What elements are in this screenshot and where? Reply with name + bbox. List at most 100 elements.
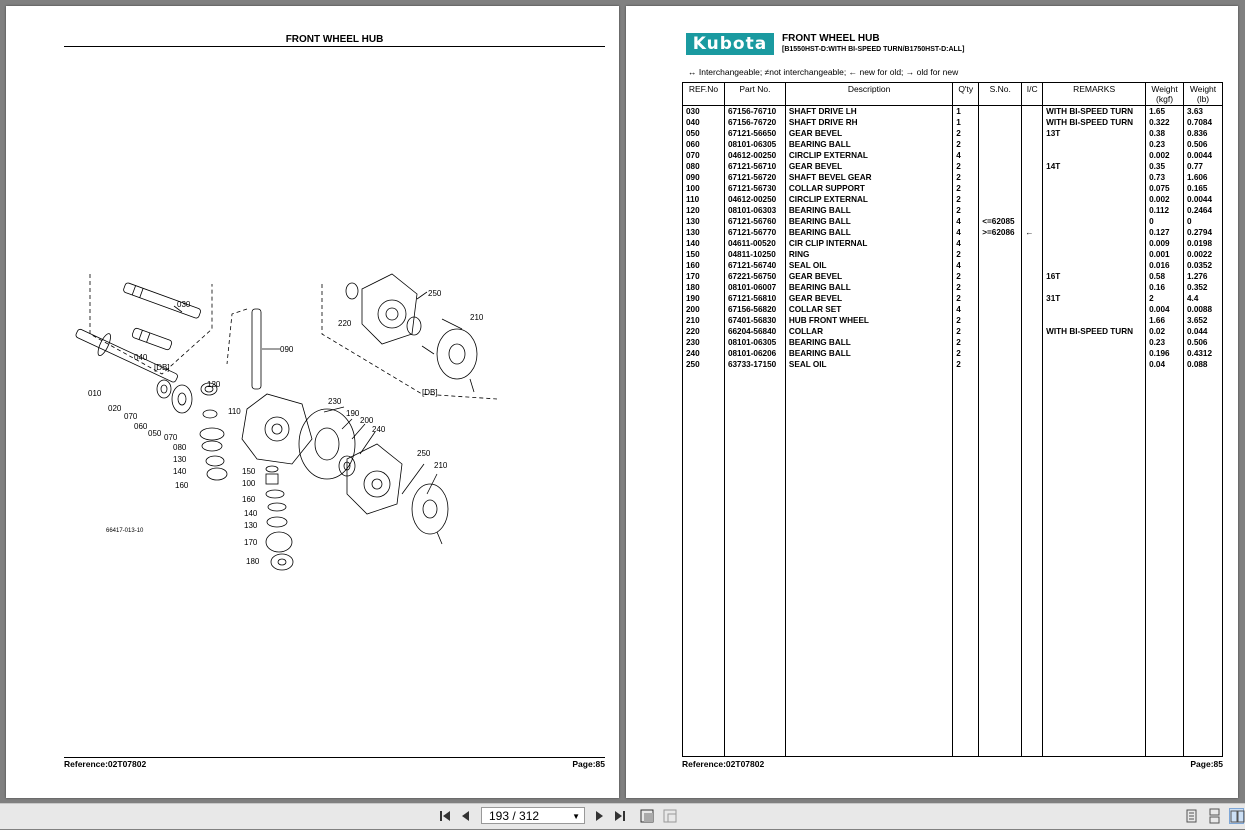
cell-weight-kgf: 1.65 xyxy=(1145,105,1184,117)
cell-weight-lb: 0.0044 xyxy=(1183,150,1223,161)
cell-description: CIRCLIP EXTERNAL xyxy=(784,194,954,205)
chevron-down-icon: ▼ xyxy=(572,812,580,821)
cell-part-no: 04612-00250 xyxy=(723,194,786,205)
cell-qty: 2 xyxy=(952,161,980,172)
cell-qty: 1 xyxy=(952,117,980,128)
cell-ic xyxy=(1021,161,1044,172)
kubota-logo: Kubota xyxy=(686,33,774,55)
cell-remarks: 31T xyxy=(1042,293,1147,304)
cell-part-no: 08101-06305 xyxy=(723,337,786,348)
callout-label: 030 xyxy=(177,300,191,309)
cell-serial-no xyxy=(978,161,1023,172)
cell-part-no: 67221-56750 xyxy=(723,271,786,282)
page-number-select[interactable]: 193 / 312 ▼ xyxy=(481,807,585,824)
cell-ref-no: 080 xyxy=(682,161,725,172)
prev-page-icon[interactable] xyxy=(458,808,474,824)
cell-description: BEARING BALL xyxy=(784,205,954,216)
page-indicator: 193 / 312 xyxy=(489,809,540,823)
column-header: Description xyxy=(784,82,954,106)
cell-weight-lb: 0.088 xyxy=(1183,359,1223,370)
cell-ic xyxy=(1021,260,1044,271)
cell-serial-no xyxy=(978,249,1023,260)
cell-weight-lb: 3.63 xyxy=(1183,105,1223,117)
cell-remarks xyxy=(1042,238,1147,249)
cell-qty: 2 xyxy=(952,183,980,194)
callout-label: 240 xyxy=(372,425,386,434)
cell-qty: 2 xyxy=(952,337,980,348)
cell-serial-no xyxy=(978,205,1023,216)
continuous-page-icon[interactable] xyxy=(1207,808,1222,824)
cell-serial-no xyxy=(978,359,1023,370)
two-page-icon[interactable] xyxy=(1229,808,1245,824)
cell-qty: 4 xyxy=(952,260,980,271)
cell-description: GEAR BEVEL xyxy=(784,128,954,139)
cell-ref-no: 060 xyxy=(682,139,725,150)
cell-description: SHAFT BEVEL GEAR xyxy=(784,172,954,183)
cell-weight-kgf: 0.58 xyxy=(1145,271,1184,282)
cell-remarks xyxy=(1042,183,1147,194)
cell-weight-kgf: 1.66 xyxy=(1145,315,1184,326)
callout-label: 050 xyxy=(148,429,162,438)
fit-page-icon[interactable] xyxy=(662,808,678,824)
interchangeability-legend: ↔ Interchangeable; ≠not interchangeable;… xyxy=(688,67,959,77)
page-subtitle: [B1550HST-D:WITH BI-SPEED TURN/B1750HST-… xyxy=(782,46,965,53)
cell-serial-no xyxy=(978,293,1023,304)
empty-cell xyxy=(978,370,1023,756)
cell-weight-kgf: 0.002 xyxy=(1145,150,1184,161)
empty-cell xyxy=(723,756,786,757)
cell-weight-kgf: 0.35 xyxy=(1145,161,1184,172)
cell-serial-no xyxy=(978,282,1023,293)
cell-ref-no: 170 xyxy=(682,271,725,282)
first-page-icon[interactable] xyxy=(437,808,453,824)
fit-width-icon[interactable] xyxy=(639,808,655,824)
cell-weight-lb: 0.165 xyxy=(1183,183,1223,194)
empty-cell xyxy=(1042,370,1147,756)
cell-ref-no: 160 xyxy=(682,260,725,271)
cell-ic xyxy=(1021,117,1044,128)
cell-serial-no xyxy=(978,183,1023,194)
cell-description: GEAR BEVEL xyxy=(784,293,954,304)
cell-serial-no xyxy=(978,139,1023,150)
cell-weight-lb: 0.0022 xyxy=(1183,249,1223,260)
next-page-icon[interactable] xyxy=(591,808,607,824)
callout-label: 130 xyxy=(173,455,187,464)
last-page-icon[interactable] xyxy=(612,808,628,824)
cell-weight-kgf: 0.009 xyxy=(1145,238,1184,249)
cell-qty: 4 xyxy=(952,216,980,227)
cell-weight-kgf: 0.112 xyxy=(1145,205,1184,216)
cell-serial-no xyxy=(978,238,1023,249)
empty-cell xyxy=(1021,756,1044,757)
callout-label: [DB] xyxy=(154,363,170,372)
footer-page-number: Page:85 xyxy=(572,759,605,769)
single-page-icon[interactable] xyxy=(1184,808,1199,824)
cell-remarks: WITH BI-SPEED TURN xyxy=(1042,326,1147,337)
cell-part-no: 67121-56740 xyxy=(723,260,786,271)
cell-weight-lb: 1.606 xyxy=(1183,172,1223,183)
callout-label: 230 xyxy=(328,397,342,406)
callout-label: 250 xyxy=(417,449,431,458)
cell-qty: 2 xyxy=(952,282,980,293)
cell-ic xyxy=(1021,359,1044,370)
parts-table: REF.No Part No. Description Q'ty S.No. I… xyxy=(682,82,1223,757)
cell-remarks xyxy=(1042,315,1147,326)
empty-cell xyxy=(1145,370,1184,756)
cell-remarks: 13T xyxy=(1042,128,1147,139)
empty-cell xyxy=(1145,756,1184,757)
callout-label: 110 xyxy=(228,407,241,416)
right-page: Kubota FRONT WHEEL HUB [B1550HST-D:WITH … xyxy=(626,6,1238,798)
cell-part-no: 67121-56760 xyxy=(723,216,786,227)
footer-reference: Reference:02T07802 xyxy=(682,759,765,769)
viewer-toolbar: 193 / 312 ▼ xyxy=(0,803,1245,829)
callout-label: 070 xyxy=(164,433,178,442)
cell-qty: 2 xyxy=(952,348,980,359)
cell-weight-lb: 4.4 xyxy=(1183,293,1223,304)
